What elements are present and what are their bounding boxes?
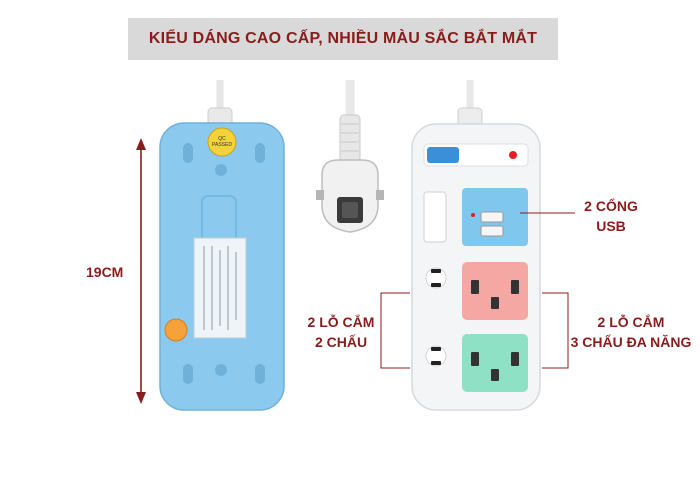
power-plug: [316, 80, 384, 233]
power-strip-front-view: [411, 123, 541, 411]
two-pin-callout-line2: 2 CHẤU: [314, 334, 368, 350]
three-pin-callout: 2 LỖ CẮM 3 CHẤU ĐA NĂNG: [566, 312, 696, 352]
callout-lines: [380, 212, 575, 369]
usb-callout-line1: 2 CỔNG: [584, 198, 638, 214]
height-dimension-arrow: [136, 138, 146, 404]
universal-socket-pink: [462, 262, 528, 320]
usb-callout-line2: USB: [596, 218, 626, 234]
two-pin-socket-bottom: [425, 345, 447, 367]
power-switch: [427, 147, 459, 163]
title-banner: KIỂU DÁNG CAO CẤP, NHIỀU MÀU SẮC BẮT MẮT: [128, 18, 558, 60]
height-label: 19CM: [86, 264, 124, 280]
power-indicator-led: [509, 151, 517, 159]
two-pin-socket-top: [425, 267, 447, 289]
two-pin-callout: 2 LỖ CẮM 2 CHẤU: [300, 312, 382, 352]
two-pin-callout-line1: 2 LỖ CẮM: [307, 314, 375, 330]
svg-text:PASSED: PASSED: [212, 142, 232, 148]
usb-callout: 2 CỔNG USB: [577, 196, 645, 236]
banner-title: KIỂU DÁNG CAO CẤP, NHIỀU MÀU SẮC BẮT MẮT: [148, 30, 538, 47]
svg-text:QC: QC: [218, 136, 226, 142]
universal-socket-green: [462, 334, 528, 392]
three-pin-callout-line2: 3 CHẤU ĐA NĂNG: [570, 334, 692, 350]
warranty-seal-sticker: [164, 318, 188, 342]
three-pin-callout-line1: 2 LỖ CẮM: [597, 314, 665, 330]
power-strip-back-view: [159, 122, 285, 411]
qc-passed-sticker: QC PASSED: [207, 127, 237, 157]
